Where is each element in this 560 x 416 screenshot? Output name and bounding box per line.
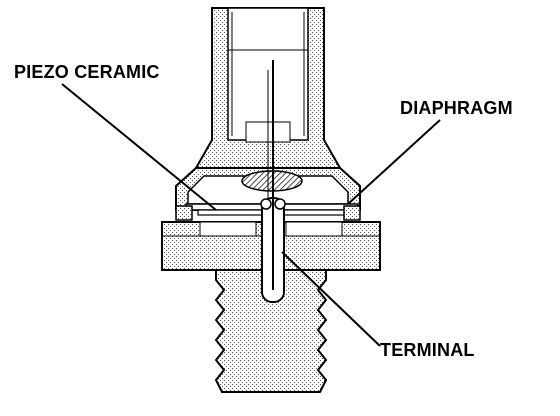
piezo-leader-line	[61, 83, 217, 211]
terminal-post	[260, 60, 286, 303]
terminal-label: TERMINAL	[380, 340, 475, 360]
terminal-leader-line	[281, 251, 381, 347]
leader-lines	[61, 83, 441, 347]
diaphragm-label: DIAPHRAGM	[400, 98, 513, 118]
piezo-ceramic-label: PIEZO CERAMIC	[14, 62, 160, 82]
threaded-shank	[214, 269, 328, 393]
diaphragm-leader-line	[347, 119, 441, 205]
